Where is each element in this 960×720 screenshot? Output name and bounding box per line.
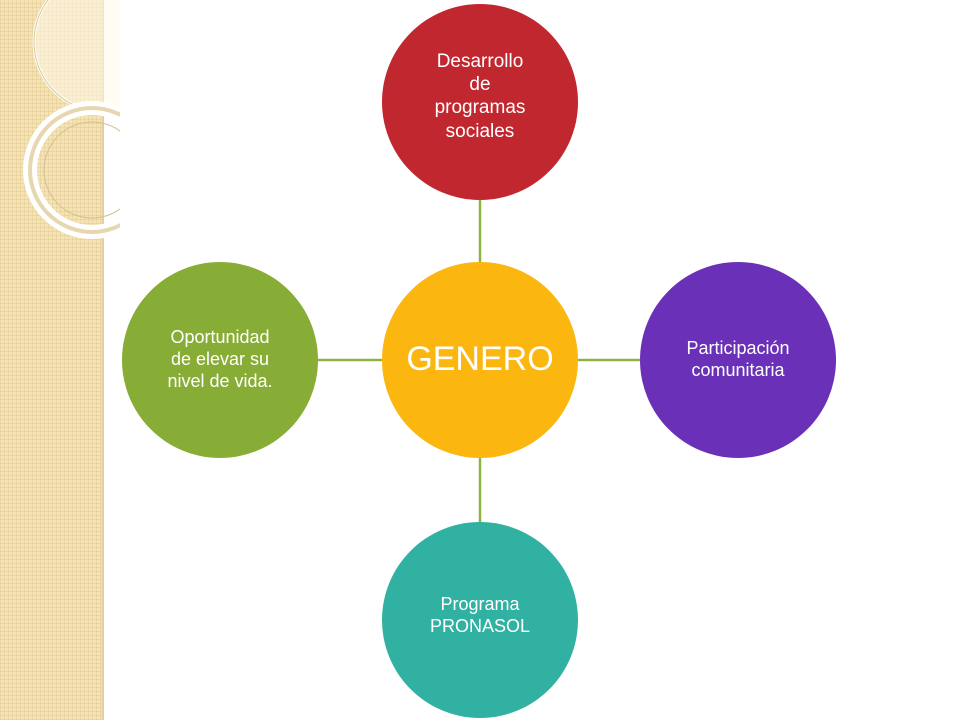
node-desarrollo-programas: Desarrollo de programas sociales	[382, 4, 578, 200]
node-oportunidad-label: Oportunidad de elevar su nivel de vida.	[167, 327, 273, 391]
node-genero: GENERO	[382, 262, 578, 458]
node-pronasol: Programa PRONASOL	[382, 522, 578, 718]
node-pronasol-label: Programa PRONASOL	[429, 594, 531, 636]
node-desarrollo-label: Desarrollo de programas sociales	[434, 51, 526, 142]
node-participacion: Participación comunitaria	[640, 262, 836, 458]
node-genero-label: GENERO	[406, 340, 554, 379]
node-oportunidad: Oportunidad de elevar su nivel de vida.	[122, 262, 318, 458]
decorative-rings	[23, 0, 120, 239]
node-participacion-label: Participación comunitaria	[686, 338, 790, 380]
